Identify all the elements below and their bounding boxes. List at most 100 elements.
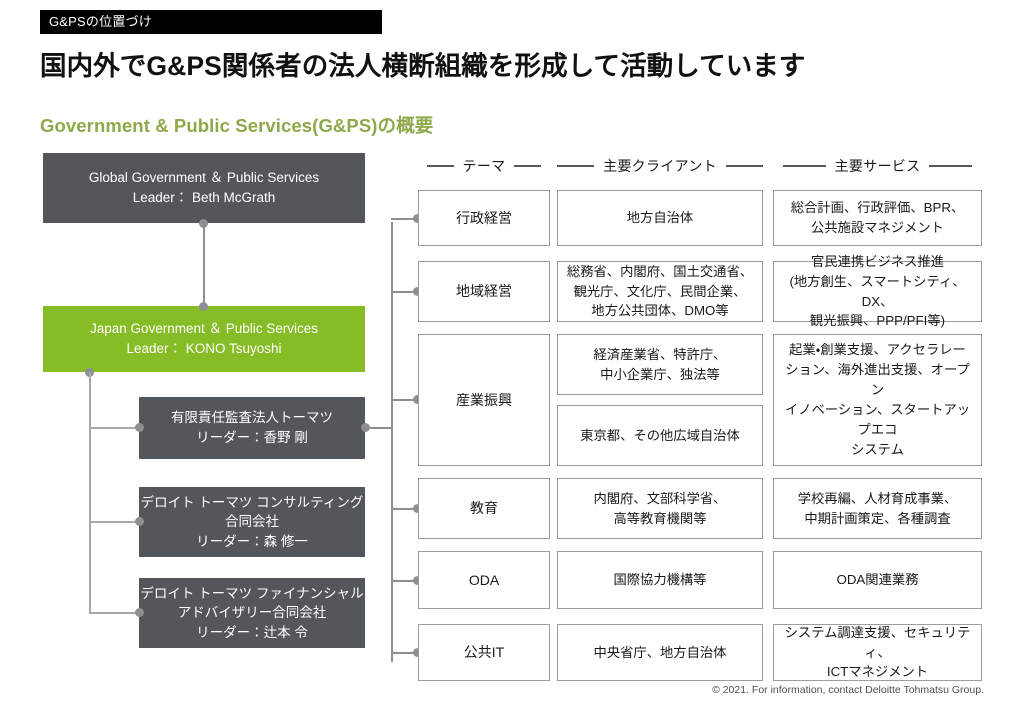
rule-left-clients [557, 165, 595, 167]
services-2-line0: 起業・創業支援、アクセラレー [789, 342, 966, 358]
services-5-line0: システム調達支援、セキュリティ、 [784, 624, 971, 660]
column-header-services-label: 主要サービス [834, 158, 921, 174]
table-cell-services-4[interactable]: ODA関連業務 [773, 551, 982, 609]
node-dot-row-1 [413, 287, 422, 296]
table-cell-services-1[interactable]: 官民連携ビジネス推進 (地方創生、スマートシティ、DX、 観光振興、PPP/PF… [773, 254, 982, 328]
org-member-2-line2: アドバイザリー合同会社 [177, 605, 327, 621]
clients-1-line0: 総務省、内閣府、国土交通省、 [566, 263, 754, 279]
table-cell-theme-5[interactable]: 公共IT [418, 624, 550, 681]
column-header-theme-label: テーマ [462, 158, 506, 174]
matrix-branch-0 [391, 218, 418, 220]
org-box-consulting[interactable]: デロイト トーマツ コンサルティング 合同会社 リーダー：森 修一 [139, 487, 365, 557]
table-cell-theme-2[interactable]: 産業振興 [418, 334, 550, 466]
rule-left-theme [426, 165, 454, 167]
org-box-japan[interactable]: Japan Government ＆ Public Services Leade… [43, 306, 365, 372]
org-global-line1: Global Government ＆ Public Services [88, 170, 320, 186]
org-member-1-line1: デロイト トーマツ コンサルティング [140, 494, 364, 510]
clients-2b-line0: 東京都、その他広域自治体 [580, 427, 740, 443]
rule-right-services [929, 165, 973, 167]
table-cell-clients-0[interactable]: 地方自治体 [557, 190, 763, 246]
services-2-line3: システム [851, 441, 904, 457]
connector-to-financial [89, 612, 139, 614]
matrix-branch-3 [391, 508, 418, 510]
connector-tohmatsu-to-trunk [365, 427, 393, 429]
services-3-line0: 学校再編、人材育成事業、 [797, 490, 958, 506]
node-dot-row-4 [413, 576, 422, 585]
column-header-theme: テーマ [418, 155, 550, 177]
org-japan-line1: Japan Government ＆ Public Services [89, 321, 319, 337]
connector-to-consulting [89, 521, 139, 523]
clients-0-line0: 地方自治体 [626, 210, 694, 226]
services-5-line1: ICTマネジメント [826, 664, 929, 680]
table-cell-theme-0[interactable]: 行政経営 [418, 190, 550, 246]
services-1-line0: 官民連携ビジネス推進 [811, 253, 944, 269]
org-member-2-line3: リーダー：辻本 令 [196, 624, 308, 640]
node-dot-row-3 [413, 504, 422, 513]
column-header-clients: 主要クライアント [557, 155, 763, 177]
table-cell-clients-2a[interactable]: 経済産業省、特許庁、 中小企業庁、独法等 [557, 334, 763, 395]
org-member-1-line2: 合同会社 [224, 514, 279, 530]
eyebrow-bar: G&PSの位置づけ [40, 10, 382, 34]
org-global-line2: Leader： Beth McGrath [132, 190, 276, 205]
section-label: Government & Public Services(G&PS)の概要 [40, 115, 434, 136]
org-box-global[interactable]: Global Government ＆ Public Services Lead… [43, 153, 365, 223]
table-cell-theme-4[interactable]: ODA [418, 551, 550, 609]
table-cell-services-5[interactable]: システム調達支援、セキュリティ、 ICTマネジメント [773, 624, 982, 681]
node-dot-consulting-left [135, 517, 144, 526]
node-dot-row-5 [413, 648, 422, 657]
org-member-0-line1: 有限責任監査法人トーマツ [171, 410, 333, 426]
rule-right-clients [725, 165, 763, 167]
node-dot-row-0 [413, 214, 422, 223]
org-box-tohmatsu[interactable]: 有限責任監査法人トーマツ リーダー：香野 剛 [139, 397, 365, 459]
table-cell-services-3[interactable]: 学校再編、人材育成事業、 中期計画策定、各種調査 [773, 478, 982, 539]
table-cell-clients-3[interactable]: 内閣府、文部科学省、 高等教育機関等 [557, 478, 763, 539]
table-cell-services-2[interactable]: 起業・創業支援、アクセラレー ション、海外進出支援、オープン イノベーション、ス… [773, 334, 982, 466]
matrix-branch-2 [391, 399, 418, 401]
table-cell-clients-5[interactable]: 中央省庁、地方自治体 [557, 624, 763, 681]
page-title: 国内外でG&PS関係者の法人横断組織を形成して活動しています [40, 51, 806, 81]
matrix-branch-1 [391, 291, 418, 293]
eyebrow-label: G&PSの位置づけ [49, 14, 152, 29]
node-dot-financial-left [135, 608, 144, 617]
table-cell-clients-4[interactable]: 国際協力機構等 [557, 551, 763, 609]
table-cell-clients-2b[interactable]: 東京都、その他広域自治体 [557, 405, 763, 466]
clients-1-line1: 観光庁、文化庁、民間企業、 [573, 283, 747, 299]
clients-2a-line0: 経済産業省、特許庁、 [593, 346, 727, 362]
connector-member-spine [89, 372, 91, 613]
clients-2a-line1: 中小企業庁、独法等 [600, 366, 720, 382]
table-cell-theme-1[interactable]: 地域経営 [418, 261, 550, 322]
node-dot-japan-top [199, 302, 208, 311]
org-member-2-line1: デロイト トーマツ ファイナンシャル [140, 585, 364, 601]
node-dot-tohmatsu-left [135, 423, 144, 432]
org-member-0-line2: リーダー：香野 剛 [196, 430, 308, 445]
services-3-line1: 中期計画策定、各種調査 [804, 510, 951, 526]
clients-3-line1: 高等教育機関等 [613, 510, 707, 526]
matrix-branch-5 [391, 652, 418, 654]
services-0-line0: 総合計画、行政評価、BPR、 [790, 200, 965, 216]
services-0-line1: 公共施設マネジメント [811, 220, 944, 235]
org-box-financial[interactable]: デロイト トーマツ ファイナンシャル アドバイザリー合同会社 リーダー：辻本 令 [139, 578, 365, 648]
org-japan-line2: Leader： KONO Tsuyoshi [126, 341, 282, 356]
services-2-line1: ション、海外進出支援、オープン [785, 362, 970, 398]
node-dot-row-2 [413, 395, 422, 404]
column-header-clients-label: 主要クライアント [603, 158, 717, 174]
table-cell-theme-3[interactable]: 教育 [418, 478, 550, 539]
matrix-branch-4 [391, 580, 418, 582]
clients-1-line2: 地方公共団体、DMO等 [591, 303, 729, 319]
clients-5-line0: 中央省庁、地方自治体 [593, 644, 727, 660]
column-header-services: 主要サービス [773, 155, 982, 177]
org-member-1-line3: リーダー：森 修一 [196, 533, 308, 549]
rule-right-theme [514, 165, 542, 167]
services-4-line0: ODA関連業務 [836, 572, 919, 588]
table-cell-services-0[interactable]: 総合計画、行政評価、BPR、 公共施設マネジメント [773, 190, 982, 246]
node-dot-global-bottom [199, 219, 208, 228]
rule-left-services [782, 165, 826, 167]
table-cell-clients-1[interactable]: 総務省、内閣府、国土交通省、 観光庁、文化庁、民間企業、 地方公共団体、DMO等 [557, 261, 763, 322]
services-1-line2: 観光振興、PPP/PFI等) [809, 313, 946, 329]
matrix-trunk-line [391, 222, 393, 662]
connector-to-tohmatsu [89, 427, 139, 429]
services-2-line2: イノベーション、スタートアップエコ [784, 402, 971, 437]
copyright-note: © 2021. For information, contact Deloitt… [712, 684, 984, 696]
clients-3-line0: 内閣府、文部科学省、 [593, 490, 727, 506]
